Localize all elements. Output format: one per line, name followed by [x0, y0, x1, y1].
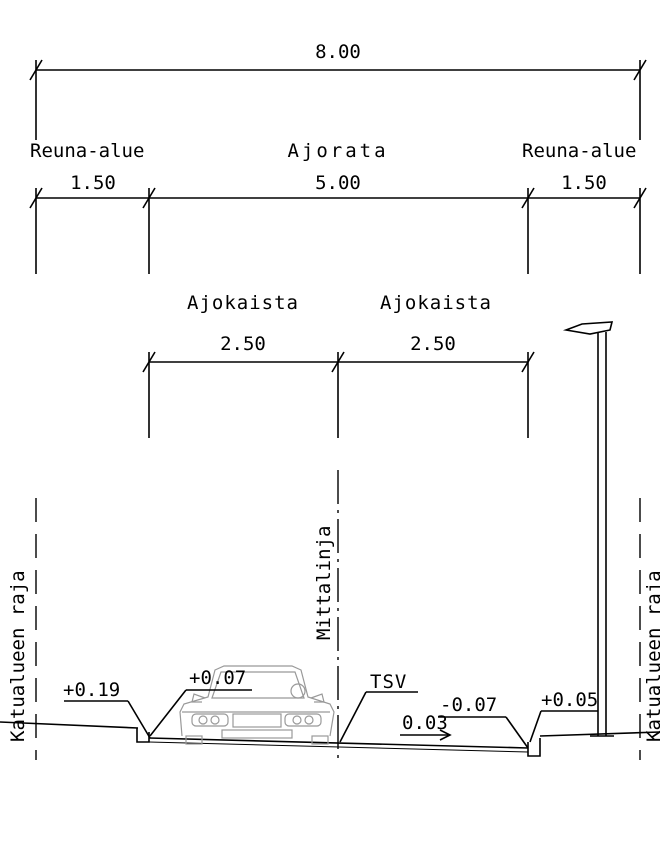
- slope-arrow-icon: 0.03: [400, 712, 452, 741]
- elevation-left-curb-label: +0.07: [189, 667, 246, 689]
- total-width-dimension: 8.00: [29, 41, 647, 140]
- total-width-label: 8.00: [315, 41, 361, 63]
- katualueen-raja-left-label: Katualueen raja: [7, 570, 29, 742]
- reuna-alue-right-label: Reuna-alue: [522, 140, 636, 162]
- mittalinja-label: Mittalinja: [313, 526, 335, 640]
- elevation-right-curb-label: -0.07: [440, 694, 497, 716]
- ajokaista-right-label: Ajokaista: [380, 292, 492, 314]
- elevation-left-edge: +0.19: [63, 679, 151, 739]
- ajorata-width: 5.00: [315, 172, 361, 194]
- car-icon: [179, 665, 335, 745]
- ajokaista-left-label: Ajokaista: [187, 292, 299, 314]
- slope-label: 0.03: [402, 712, 448, 734]
- reuna-alue-right-width: 1.50: [561, 172, 607, 194]
- elevation-left-edge-label: +0.19: [63, 679, 120, 701]
- elevation-tsv: TSV: [339, 671, 418, 743]
- reuna-alue-left-label: Reuna-alue: [30, 140, 144, 162]
- ajorata-label: Ajorata: [287, 140, 388, 162]
- elevation-right-edge-label: +0.05: [541, 689, 598, 711]
- ajokaista-right-width: 2.50: [410, 333, 456, 355]
- reuna-alue-left-width: 1.50: [70, 172, 116, 194]
- elevation-right-curb: -0.07: [438, 694, 529, 749]
- katualueen-raja-right-label: Katualueen raja: [643, 570, 660, 742]
- section-width-dimensions: 1.50 5.00 1.50: [29, 172, 647, 274]
- lane-width-dimensions: 2.50 2.50: [142, 333, 535, 438]
- street-light-icon: [562, 321, 614, 737]
- tsv-label: TSV: [370, 671, 407, 693]
- road-surface-profile: [0, 721, 660, 757]
- elevation-left-curb: +0.07: [149, 667, 252, 737]
- ajokaista-left-width: 2.50: [220, 333, 266, 355]
- elevation-right-edge: +0.05: [529, 689, 598, 743]
